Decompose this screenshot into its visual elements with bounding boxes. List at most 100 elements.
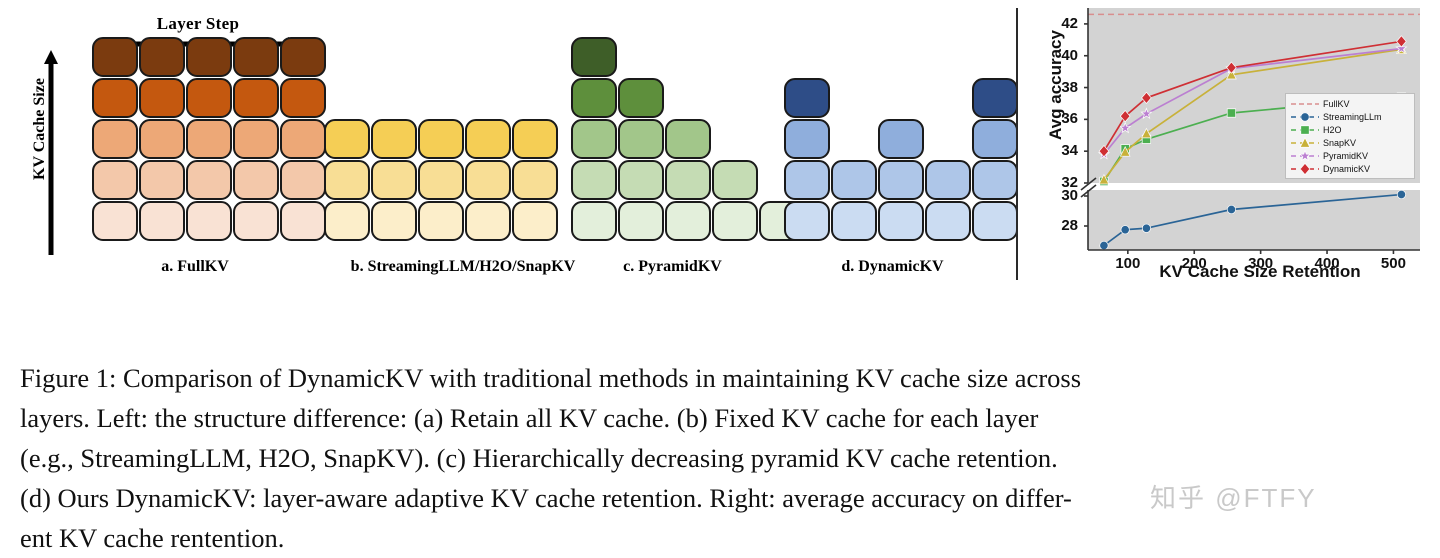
pyramidkv-cell <box>712 160 758 200</box>
pyramidkv-cell <box>618 78 664 118</box>
fullkv-cell <box>186 78 232 118</box>
pyramidkv-column <box>618 78 664 241</box>
caption-line-3: (e.g., StreamingLLM, H2O, SnapKV). (c) H… <box>20 443 1058 473</box>
caption-line-1: Figure 1: Comparison of DynamicKV with t… <box>20 363 1082 393</box>
fullkv-cell <box>139 78 185 118</box>
dynamickv-column <box>878 119 924 241</box>
legend-label: StreamingLLm <box>1323 111 1382 122</box>
chart-x-tick: 200 <box>1181 255 1207 272</box>
pyramidkv-cell <box>618 160 664 200</box>
streamingllm-cell <box>324 119 370 159</box>
pyramidkv-cell <box>571 119 617 159</box>
legend-key-icon <box>1291 149 1319 161</box>
streamingllm-cell <box>371 119 417 159</box>
dynamickv-column <box>972 78 1018 241</box>
fullkv-cell <box>280 37 326 77</box>
pyramidkv-cell <box>665 160 711 200</box>
chart-y-tick: 42 <box>1061 14 1078 32</box>
legend-item: StreamingLLm <box>1290 110 1410 123</box>
streamingllm-cell <box>465 160 511 200</box>
pyramidkv-cell <box>665 201 711 241</box>
panel-caption-dynamickv: d. DynamicKV <box>841 258 944 275</box>
streamingllm-cell <box>418 201 464 241</box>
fullkv-column <box>139 37 185 241</box>
fullkv-cell <box>139 160 185 200</box>
dynamickv-cell <box>925 160 971 200</box>
legend-item: FullKV <box>1290 97 1410 110</box>
streamingllm-cell <box>512 160 558 200</box>
pyramidkv-column <box>571 37 617 241</box>
panel-caption-pyramidkv: c. PyramidKV <box>623 258 722 275</box>
chart-plot-area-lower <box>1088 190 1420 250</box>
streamingllm-cell <box>371 160 417 200</box>
panel-fullkv: a. FullKV <box>70 37 326 285</box>
fullkv-cell <box>186 37 232 77</box>
streamingllm-column <box>512 119 558 241</box>
streamingllm-cell <box>512 201 558 241</box>
fullkv-cell <box>186 201 232 241</box>
pyramidkv-grid <box>571 37 805 241</box>
fullkv-cell <box>92 119 138 159</box>
panel-pyramidkv: c. PyramidKV <box>555 37 815 285</box>
dynamickv-cell <box>831 160 877 200</box>
pyramidkv-cell <box>571 37 617 77</box>
fullkv-grid <box>92 37 326 241</box>
legend-key-icon <box>1291 102 1319 105</box>
layer-step-label: Layer Step <box>156 14 240 33</box>
pyramidkv-column <box>712 160 758 241</box>
fullkv-cell <box>233 119 279 159</box>
dynamickv-column <box>925 160 971 241</box>
dynamickv-cell <box>784 78 830 118</box>
fullkv-cell <box>92 160 138 200</box>
dynamickv-cell <box>878 160 924 200</box>
figure-caption: Figure 1: Comparison of DynamicKV with t… <box>20 358 1424 558</box>
fullkv-cell <box>233 37 279 77</box>
chart-y-tick: 40 <box>1061 46 1078 64</box>
chart-x-axis-label: KV Cache Size Retention <box>1159 262 1361 281</box>
fullkv-cell <box>233 78 279 118</box>
dynamickv-column <box>784 78 830 241</box>
streamingllm-cell <box>418 119 464 159</box>
chart-x-tick: 400 <box>1314 255 1340 272</box>
dynamickv-cell <box>831 201 877 241</box>
panel-divider <box>1016 8 1018 280</box>
fullkv-cell <box>280 201 326 241</box>
legend-item: SnapKV <box>1290 136 1410 149</box>
chart-x-tick: 100 <box>1115 255 1141 272</box>
dynamickv-column <box>831 160 877 241</box>
fullkv-cell <box>139 119 185 159</box>
streamingllm-cell <box>465 201 511 241</box>
fullkv-column <box>280 37 326 241</box>
dynamickv-cell <box>784 160 830 200</box>
dynamickv-cell <box>784 201 830 241</box>
streamingllm-grid <box>324 119 558 241</box>
chart-y-tick: 38 <box>1061 78 1078 96</box>
dynamickv-cell <box>972 119 1018 159</box>
legend-label: SnapKV <box>1323 137 1357 148</box>
legend-label: DynamicKV <box>1323 163 1371 174</box>
legend-item: H2O <box>1290 123 1410 136</box>
fullkv-cell <box>233 201 279 241</box>
kv-cache-size-arrow-icon <box>44 50 58 255</box>
fullkv-cell <box>92 37 138 77</box>
caption-line-2: layers. Left: the structure difference: … <box>20 403 1039 433</box>
legend-key-icon <box>1291 162 1319 175</box>
schematic-panels: Layer Step KV Cache Size a. FullKV b. St… <box>0 0 1018 300</box>
pyramidkv-column <box>665 119 711 241</box>
chart-y-tick: 32 <box>1061 174 1078 191</box>
streamingllm-column <box>465 119 511 241</box>
streamingllm-cell <box>324 201 370 241</box>
fullkv-cell <box>92 78 138 118</box>
chart-x-tick: 300 <box>1248 255 1274 272</box>
chart-y-tick: 36 <box>1061 110 1078 128</box>
pyramidkv-cell <box>712 201 758 241</box>
chart-x-tick: 500 <box>1380 255 1406 272</box>
pyramidkv-cell <box>665 119 711 159</box>
fullkv-cell <box>233 160 279 200</box>
legend-label: PyramidKV <box>1323 150 1369 161</box>
streamingllm-cell <box>418 160 464 200</box>
fullkv-cell <box>186 119 232 159</box>
dynamickv-cell <box>784 119 830 159</box>
pyramidkv-cell <box>571 201 617 241</box>
